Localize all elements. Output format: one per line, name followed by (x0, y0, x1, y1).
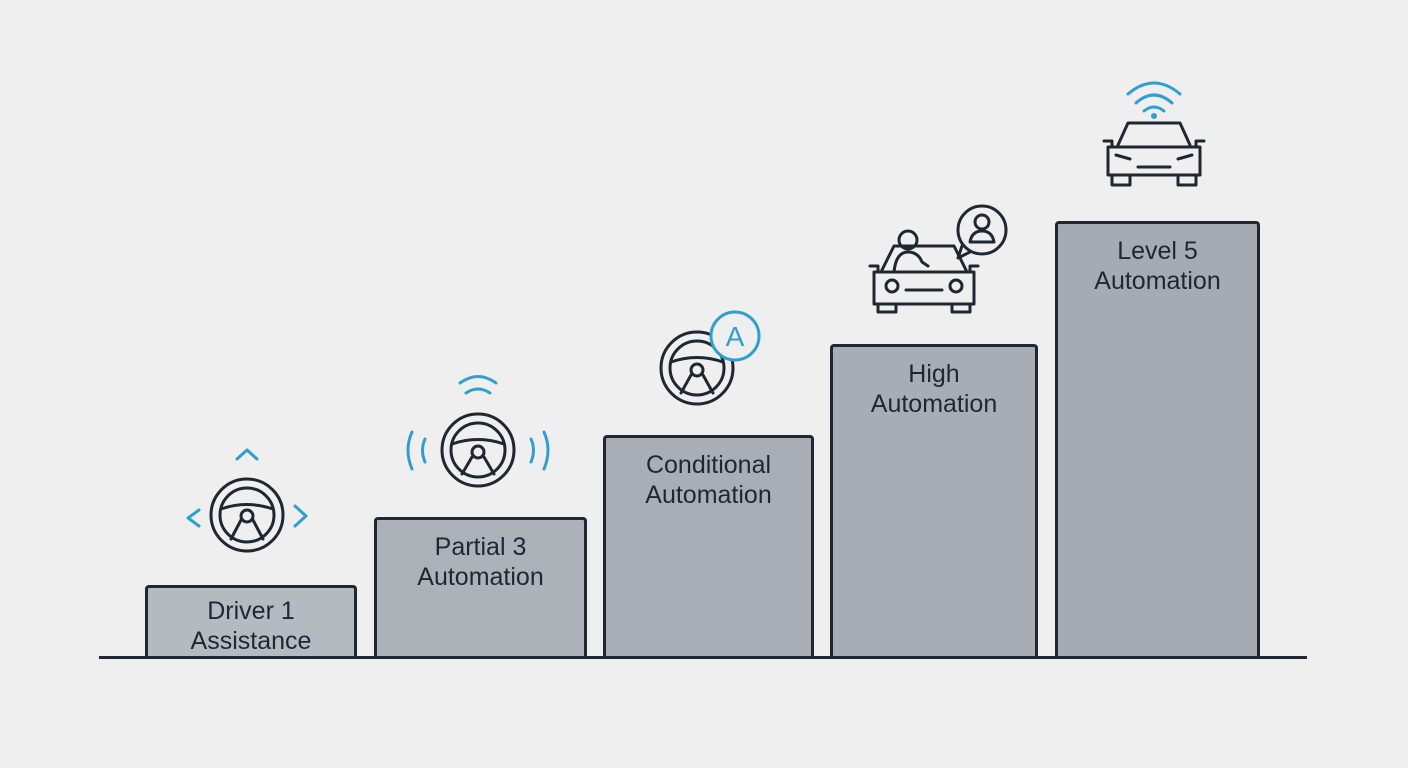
step-partial-automation: Partial 3 Automation (374, 517, 587, 658)
steering-wheel-arrows-icon (186, 448, 308, 553)
auto-badge-letter: A (726, 321, 745, 352)
step-conditional-automation: Conditional Automation (603, 435, 814, 658)
step-label: Level 5 Automation (1094, 237, 1221, 295)
step-label: Driver 1 Assistance (190, 597, 312, 655)
car-driver-icon (868, 204, 1008, 314)
step-label: Conditional Automation (645, 451, 772, 509)
step-label: High Automation (870, 360, 998, 418)
steering-wheel-signal-icon (406, 375, 550, 488)
step-label: Partial 3 Automation (417, 533, 544, 591)
steering-wheel-auto-icon: A (659, 310, 761, 406)
autonomous-car-wifi-icon (1102, 81, 1206, 187)
step-driver-assistance: Driver 1 Assistance (145, 585, 357, 658)
baseline (99, 656, 1307, 659)
step-high-automation: High Automation (830, 344, 1038, 658)
step-level-5-automation: Level 5 Automation (1055, 221, 1260, 658)
